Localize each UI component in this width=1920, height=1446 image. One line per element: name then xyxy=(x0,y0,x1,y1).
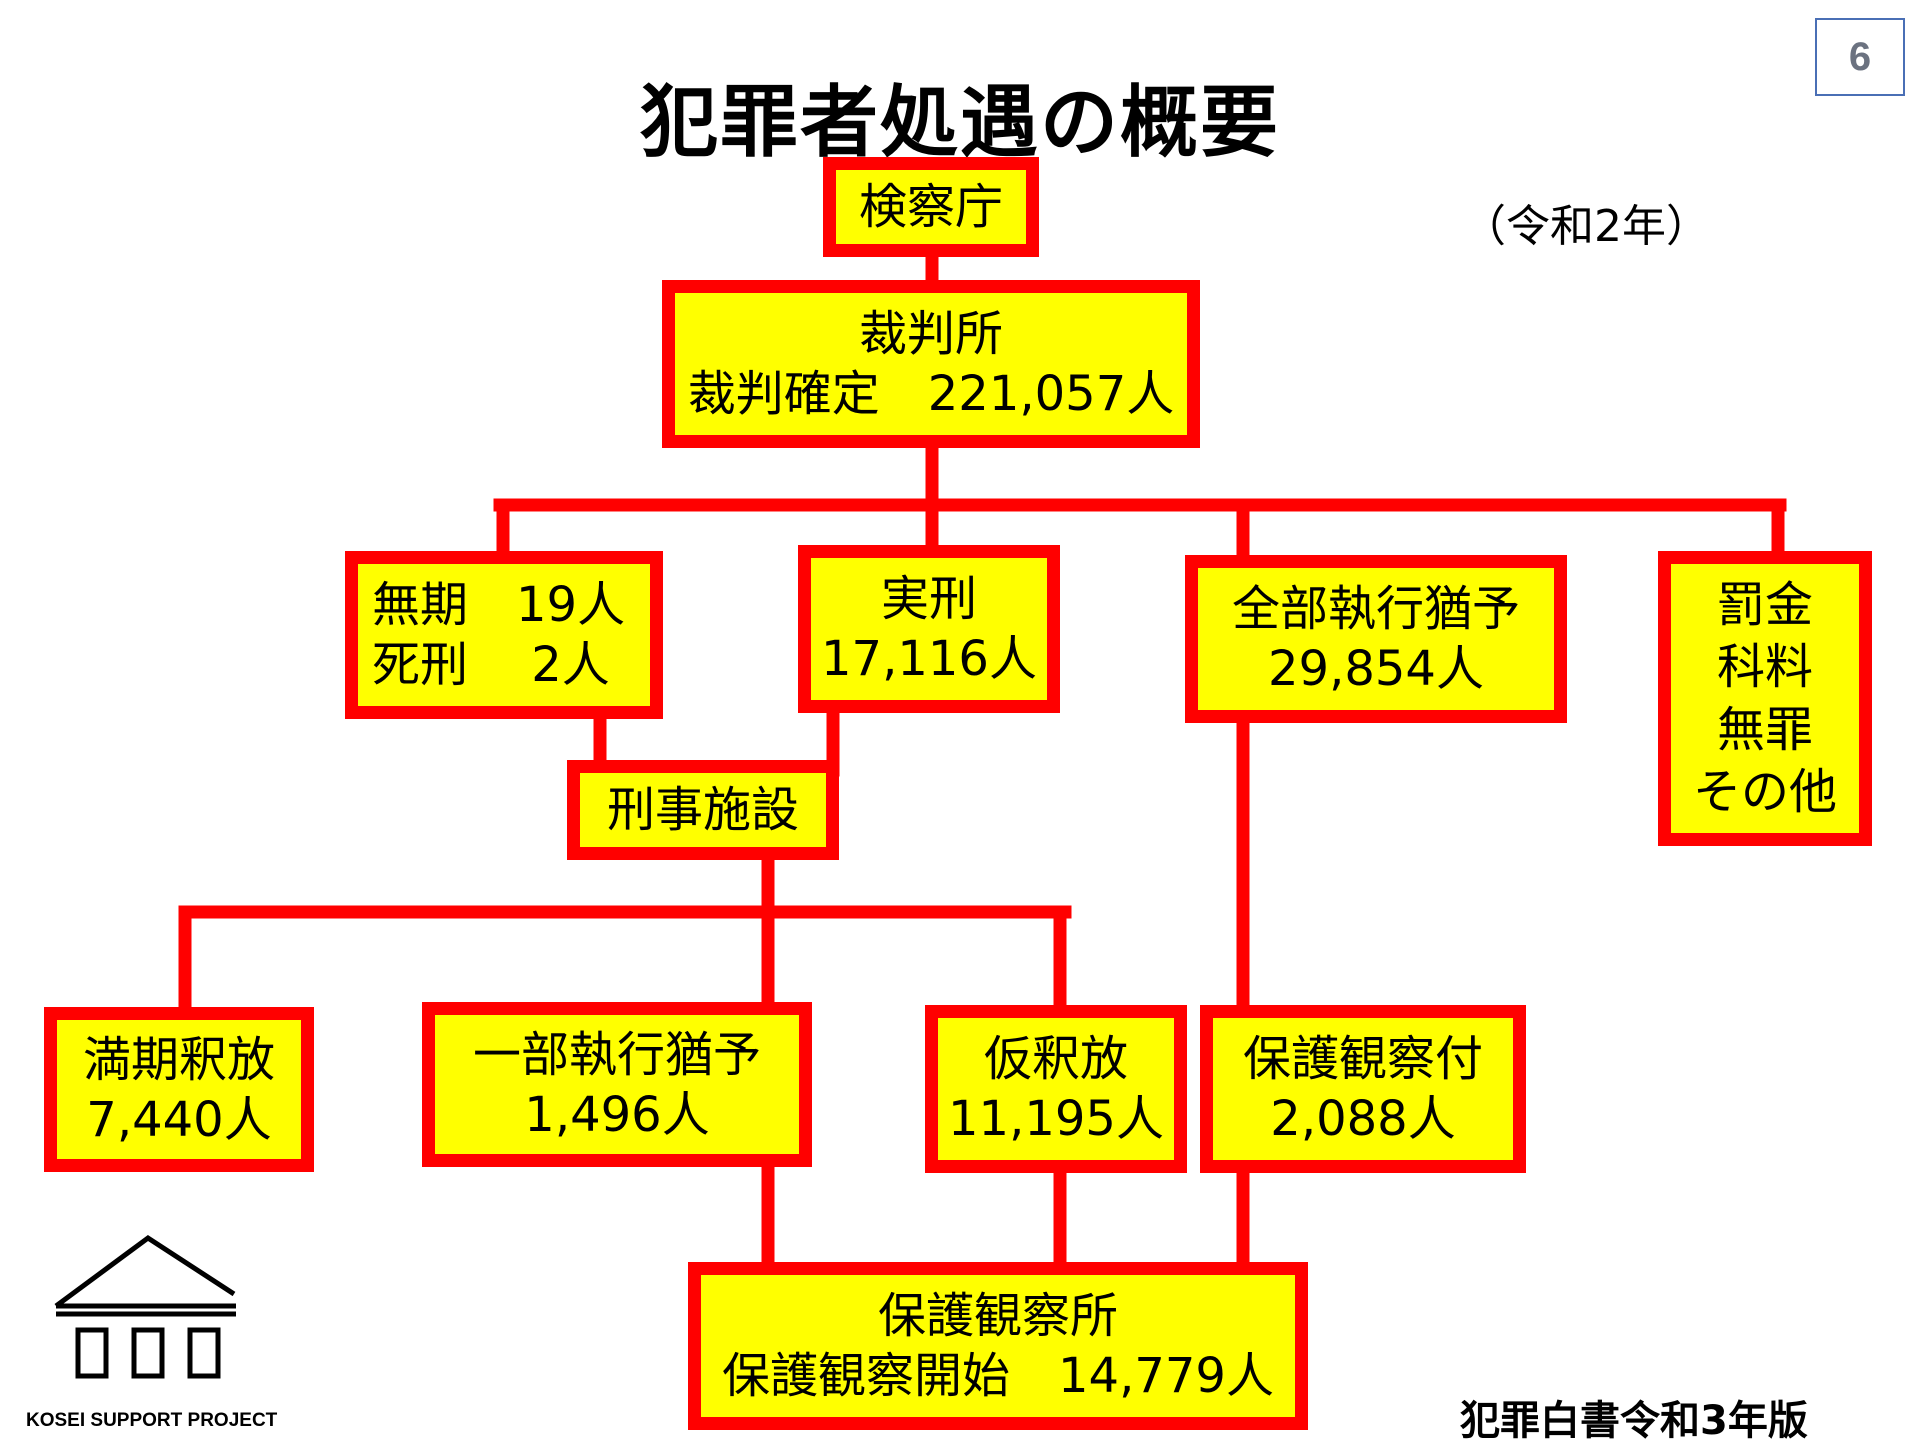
node-label: その他 xyxy=(1692,763,1837,820)
node-label: 保護観察付 xyxy=(1242,1031,1483,1087)
node-label: 仮釈放 xyxy=(983,1031,1128,1087)
node-muki-shikei: 無期 19人 死刑 2人 xyxy=(345,551,663,719)
kosei-logo-icon xyxy=(54,1234,236,1379)
node-label: 満期釈放 xyxy=(82,1031,275,1088)
source-citation: 犯罪白書令和3年版 xyxy=(1460,1398,1808,1444)
year-note: （令和2年） xyxy=(1462,201,1710,252)
node-label: 一部執行猶予 xyxy=(472,1026,761,1083)
node-value: 11,195人 xyxy=(948,1091,1164,1147)
node-value: 29,854人 xyxy=(1268,641,1484,697)
node-label: 検察庁 xyxy=(858,179,1003,235)
node-hogo-kansatsusho: 保護観察所 保護観察開始 14,779人 xyxy=(688,1262,1308,1430)
node-label: 保護観察所 xyxy=(877,1288,1118,1344)
logo-text: KOSEI SUPPORT PROJECT xyxy=(26,1410,278,1431)
node-ichibu-shikko-yuyo: 一部執行猶予 1,496人 xyxy=(422,1002,812,1167)
node-label: 科料 xyxy=(1716,639,1813,696)
node-value: 保護観察開始 14,779人 xyxy=(722,1348,1274,1404)
node-bakkin-sonota: 罰金 科料 無罪 その他 xyxy=(1658,551,1872,846)
node-label: 裁判所 xyxy=(858,306,1003,362)
node-jikkei: 実刑 17,116人 xyxy=(798,545,1060,713)
node-value: 7,440人 xyxy=(86,1091,272,1148)
node-label: 実刑 xyxy=(880,571,977,627)
node-saibansho: 裁判所 裁判確定 221,057人 xyxy=(662,280,1200,448)
page-number: 6 xyxy=(1815,18,1905,96)
node-hogo-kansatsu-tsuki: 保護観察付 2,088人 xyxy=(1200,1005,1526,1173)
node-label: 刑事施設 xyxy=(606,782,799,838)
node-keiji-shisetsu: 刑事施設 xyxy=(567,760,839,860)
page-title: 犯罪者処遇の概要 xyxy=(639,78,1280,168)
node-value: 17,116人 xyxy=(821,631,1037,687)
node-kensatsucho: 検察庁 xyxy=(823,157,1039,257)
node-value: 2,088人 xyxy=(1270,1091,1456,1147)
node-zenbu-shikko-yuyo: 全部執行猶予 29,854人 xyxy=(1185,555,1567,723)
node-label: 罰金 xyxy=(1716,576,1813,633)
node-label: 死刑 2人 xyxy=(372,637,610,693)
node-value: 裁判確定 221,057人 xyxy=(687,366,1175,422)
node-karishakuho: 仮釈放 11,195人 xyxy=(925,1005,1187,1173)
node-value: 1,496人 xyxy=(524,1086,710,1143)
node-label: 無期 19人 xyxy=(372,577,626,633)
node-label: 無罪 xyxy=(1716,701,1813,758)
node-label: 全部執行猶予 xyxy=(1231,581,1520,637)
node-manki-shakuho: 満期釈放 7,440人 xyxy=(44,1007,314,1172)
